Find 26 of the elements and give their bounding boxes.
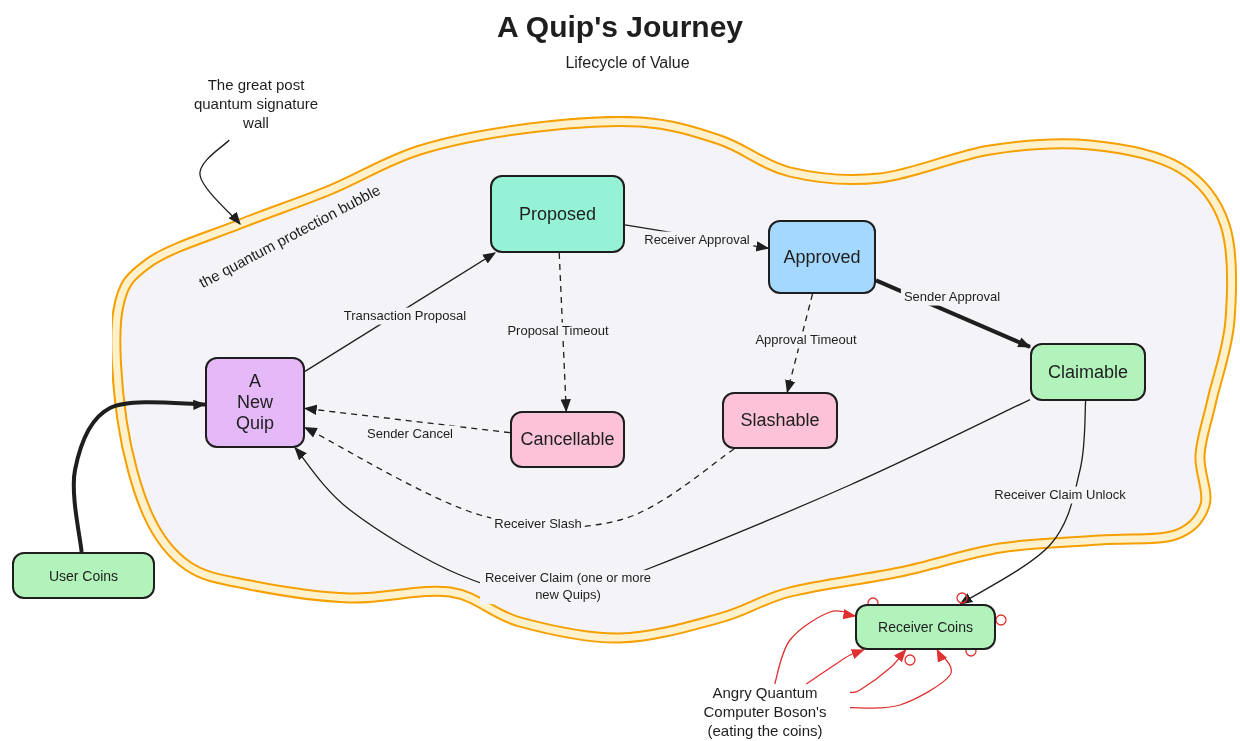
arrow [558,252,571,413]
arrow [774,608,857,685]
arrow [849,649,907,694]
arrow [959,400,1087,605]
arrow [849,648,952,709]
state-box: Approved [768,220,876,294]
state-box: Receiver Coins [855,604,996,650]
arrow [624,224,770,252]
state-box: Claimable [1030,343,1146,401]
arrow [304,252,496,372]
arrow [71,399,207,553]
state-box: Cancellable [510,411,625,468]
arrow [805,648,865,685]
arrow [303,404,511,434]
arrow [303,426,735,529]
state-box: Slashable [722,392,838,449]
state-box: A New Quip [205,357,305,448]
annotation-text: The great post quantum signature wall [186,76,326,140]
arrow [785,293,814,394]
diagram-title: A Quip's Journey [495,10,745,44]
leader-arrow [199,139,241,225]
arrow [875,278,1032,349]
annotation-text: Angry Quantum Computer Boson's (eating the coins) [680,684,850,740]
state-box: User Coins [12,552,155,599]
subtitle: Lifecycle of Value [564,54,691,72]
state-box: Proposed [490,175,625,253]
